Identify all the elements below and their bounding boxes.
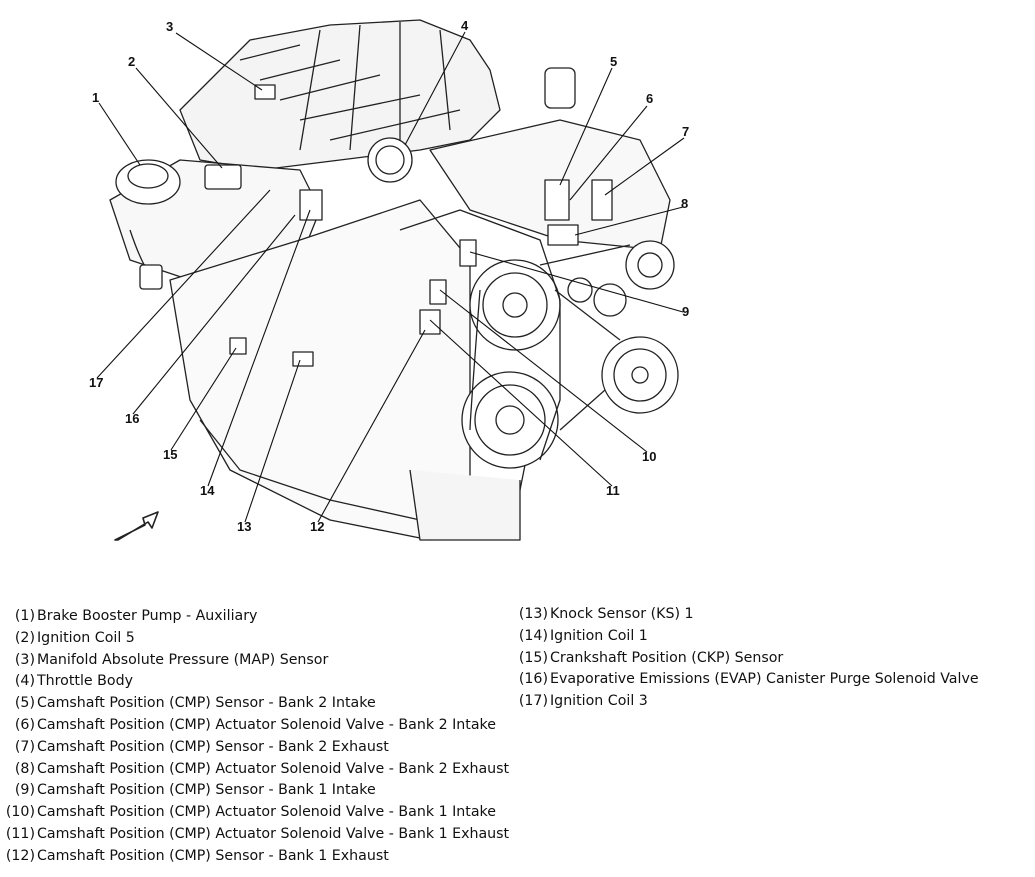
legend-item: (10)Camshaft Position (CMP) Actuator Sol… xyxy=(0,802,509,824)
legend-number: (3) xyxy=(14,651,35,668)
callout-12: 12 xyxy=(310,519,324,534)
callout-15: 15 xyxy=(163,447,177,462)
callout-17: 17 xyxy=(89,375,103,390)
legend-label: Camshaft Position (CMP) Actuator Solenoi… xyxy=(37,825,510,842)
callout-1: 1 xyxy=(92,90,99,105)
legend-right: (13)Knock Sensor (KS) 1 (14)Ignition Coi… xyxy=(513,604,979,713)
callout-3: 3 xyxy=(166,19,173,34)
legend-number: (11) xyxy=(5,825,35,842)
engine-illustration xyxy=(109,19,679,541)
legend-item: (7)Camshaft Position (CMP) Sensor - Bank… xyxy=(0,737,509,759)
legend-left: (1)Brake Booster Pump - Auxiliary (2)Ign… xyxy=(0,606,509,868)
legend-number: (2) xyxy=(14,629,35,646)
legend-label: Ignition Coil 5 xyxy=(37,629,135,646)
legend-item: (5)Camshaft Position (CMP) Sensor - Bank… xyxy=(0,693,509,715)
legend-item: (6)Camshaft Position (CMP) Actuator Sole… xyxy=(0,715,509,737)
legend-number: (15) xyxy=(518,649,548,666)
legend-label: Evaporative Emissions (EVAP) Canister Pu… xyxy=(550,671,979,688)
engine-diagram: 1 2 3 4 5 6 7 8 9 10 11 12 13 14 15 16 1… xyxy=(89,18,689,541)
legend-item: (17)Ignition Coil 3 xyxy=(513,691,979,713)
callout-6: 6 xyxy=(646,91,653,106)
legend-label: Ignition Coil 3 xyxy=(550,693,648,710)
callout-13: 13 xyxy=(237,519,251,534)
legend-item: (2)Ignition Coil 5 xyxy=(0,628,509,650)
callout-2: 2 xyxy=(128,54,135,69)
legend-number: (4) xyxy=(14,673,35,690)
legend-number: (7) xyxy=(14,738,35,755)
legend-number: (12) xyxy=(5,847,35,864)
legend-number: (17) xyxy=(518,693,548,710)
callout-10: 10 xyxy=(642,449,656,464)
legend-number: (14) xyxy=(518,627,548,644)
legend-item: (8)Camshaft Position (CMP) Actuator Sole… xyxy=(0,759,509,781)
legend-item: (3)Manifold Absolute Pressure (MAP) Sens… xyxy=(0,650,509,672)
leader-lines xyxy=(96,31,685,523)
legend-item: (16)Evaporative Emissions (EVAP) Caniste… xyxy=(513,669,979,691)
legend-number: (16) xyxy=(518,671,548,688)
legend-label: Camshaft Position (CMP) Sensor - Bank 1 … xyxy=(37,847,389,864)
legend-label: Camshaft Position (CMP) Sensor - Bank 1 … xyxy=(37,782,376,799)
legend-number: (5) xyxy=(14,695,35,712)
legend-item: (11)Camshaft Position (CMP) Actuator Sol… xyxy=(0,824,509,846)
legend-label: Camshaft Position (CMP) Actuator Solenoi… xyxy=(37,804,496,821)
legend-label: Brake Booster Pump - Auxiliary xyxy=(37,608,258,624)
callout-8: 8 xyxy=(681,196,688,211)
legend-label: Camshaft Position (CMP) Sensor - Bank 2 … xyxy=(37,738,389,755)
legend-item: (4)Throttle Body xyxy=(0,671,509,693)
legend-item: (13)Knock Sensor (KS) 1 xyxy=(513,604,979,626)
legend-number: (1) xyxy=(14,608,35,624)
legend-item: (15)Crankshaft Position (CKP) Sensor xyxy=(513,648,979,670)
legend-label: Ignition Coil 1 xyxy=(550,627,648,644)
legend-item: (1)Brake Booster Pump - Auxiliary xyxy=(0,606,509,628)
legend-label: Camshaft Position (CMP) Actuator Solenoi… xyxy=(37,716,496,733)
legend-label: Manifold Absolute Pressure (MAP) Sensor xyxy=(37,651,329,668)
legend-item: (9)Camshaft Position (CMP) Sensor - Bank… xyxy=(0,780,509,802)
legend-item: (14)Ignition Coil 1 xyxy=(513,626,979,648)
callout-7: 7 xyxy=(682,124,689,139)
callout-numbers: 1 2 3 4 5 6 7 8 9 10 11 12 13 14 15 16 1… xyxy=(89,18,689,534)
callout-4: 4 xyxy=(461,18,469,33)
legend-number: (13) xyxy=(518,606,548,622)
legend-number: (9) xyxy=(14,782,35,799)
callout-11: 11 xyxy=(606,483,620,498)
callout-5: 5 xyxy=(610,54,617,69)
callout-16: 16 xyxy=(125,411,139,426)
legend-number: (10) xyxy=(5,804,35,821)
legend-label: Camshaft Position (CMP) Sensor - Bank 2 … xyxy=(37,695,376,712)
legend-label: Throttle Body xyxy=(37,673,133,690)
legend-number: (6) xyxy=(14,716,35,733)
callout-14: 14 xyxy=(200,483,215,498)
legend-number: (8) xyxy=(14,760,35,777)
legend-label: Knock Sensor (KS) 1 xyxy=(550,606,694,622)
legend-label: Camshaft Position (CMP) Actuator Solenoi… xyxy=(37,760,510,777)
callout-9: 9 xyxy=(682,304,689,319)
legend-label: Crankshaft Position (CKP) Sensor xyxy=(550,649,784,666)
legend-item: (12)Camshaft Position (CMP) Sensor - Ban… xyxy=(0,846,509,868)
